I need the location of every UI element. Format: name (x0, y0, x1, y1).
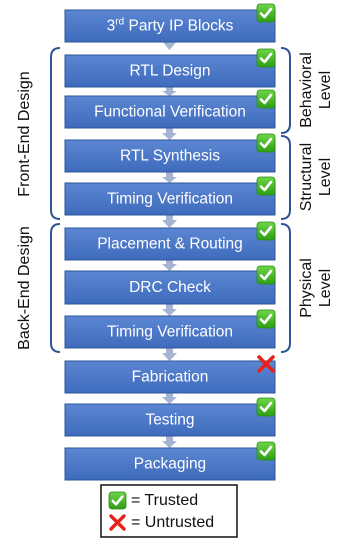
step-label: DRC Check (129, 279, 211, 296)
front-end-design-label: Front-End Design (16, 71, 33, 196)
step-placement-routing: Placement & Routing (64, 227, 276, 261)
step-label: Placement & Routing (97, 236, 243, 253)
cross-icon (257, 355, 275, 373)
structural-level-label: Structural Level (298, 143, 334, 211)
step-timing-verification-1: Timing Verification (64, 182, 276, 216)
front-end-bracket (50, 47, 61, 220)
step-label: Timing Verification (107, 324, 233, 341)
svg-text:Level: Level (317, 269, 334, 307)
arrow-2 (162, 85, 177, 96)
check-icon (256, 133, 276, 153)
check-icon (256, 3, 276, 23)
arrow-8 (162, 347, 177, 361)
step-packaging: Packaging (64, 447, 276, 481)
check-icon (256, 397, 276, 417)
check-icon (256, 309, 276, 329)
arrow-4 (162, 172, 177, 183)
check-icon (256, 48, 276, 68)
step-rtl-design: RTL Design (64, 54, 276, 88)
structural-bracket (280, 135, 291, 220)
step-label: RTL Synthesis (120, 148, 220, 165)
step-fabrication: Fabrication (64, 360, 276, 394)
step-3rd-party-ip-blocks: 3rd Party IP Blocks (64, 9, 276, 43)
step-label: Functional Verification (94, 104, 246, 121)
back-end-bracket (50, 223, 61, 353)
step-functional-verification: Functional Verification (64, 95, 276, 129)
arrow-6 (162, 259, 177, 271)
step-drc-check: DRC Check (64, 270, 276, 305)
step-testing: Testing (64, 403, 276, 437)
legend-untrusted-label: = Untrusted (131, 514, 214, 531)
arrow-9 (162, 392, 177, 404)
arrow-7 (162, 304, 177, 316)
step-label: Testing (145, 412, 194, 429)
check-icon (256, 441, 276, 461)
arrow-3 (162, 126, 177, 140)
step-label: RTL Design (130, 63, 211, 80)
back-end-design-label: Back-End Design (16, 226, 33, 350)
step-label: Fabrication (132, 369, 209, 386)
svg-text:Behavioral: Behavioral (298, 52, 315, 128)
step-label: Timing Verification (107, 191, 233, 208)
cross-icon (109, 514, 126, 531)
check-icon (256, 176, 276, 196)
svg-text:Level: Level (317, 158, 334, 196)
physical-bracket (280, 223, 291, 353)
svg-text:Structural: Structural (298, 143, 315, 211)
connector-arrows (162, 35, 177, 448)
step-timing-verification-2: Timing Verification (64, 315, 276, 349)
arrow-10 (162, 436, 177, 448)
step-label: Packaging (134, 456, 206, 473)
physical-level-label: Physical Level (298, 258, 334, 318)
legend-trusted-label: = Trusted (131, 492, 198, 509)
check-icon (256, 89, 276, 109)
svg-text:Level: Level (317, 71, 334, 109)
arrow-5 (162, 213, 177, 228)
step-label: 3rd Party IP Blocks (107, 16, 234, 34)
check-icon (108, 491, 127, 510)
behavioral-bracket (280, 47, 291, 134)
check-icon (256, 265, 276, 285)
step-rtl-synthesis: RTL Synthesis (64, 139, 276, 173)
behavioral-level-label: Behavioral Level (298, 52, 334, 128)
svg-text:Physical: Physical (298, 258, 315, 318)
check-icon (256, 221, 276, 241)
legend: = Trusted = Untrusted (100, 484, 238, 538)
